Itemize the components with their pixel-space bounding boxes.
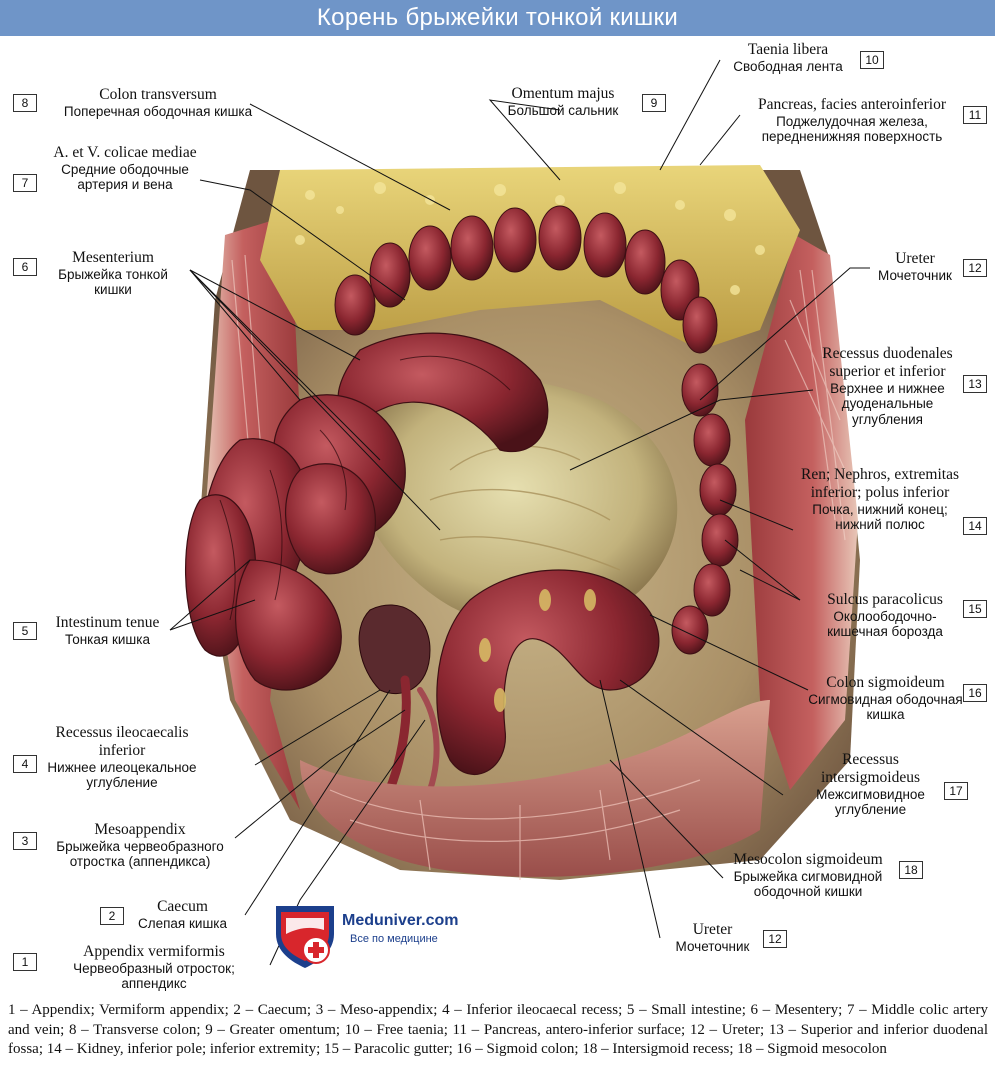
label-number-15: 15 — [963, 600, 987, 618]
label-latin: Mesocolon sigmoideum — [733, 851, 883, 868]
label-omentum-majus: Omentum majus Большой сальник — [488, 85, 638, 118]
label-russian: Мочеточник — [675, 938, 750, 954]
label-latin: Recessus duodenales superior et inferior — [822, 345, 953, 380]
label-latin: Ureter — [895, 250, 935, 267]
label-russian: Брыжейка червеобразного отростка (аппенд… — [56, 838, 224, 870]
label-number-1: 1 — [13, 953, 37, 971]
label-recessus-intersigmoideus: Recessus intersigmoideus Межсигмовидное … — [793, 751, 948, 818]
label-latin: A. et V. colicae mediae — [53, 144, 197, 161]
label-number-8: 8 — [13, 94, 37, 112]
label-russian: Верхнее и нижнее дуоденальные углубления — [830, 380, 945, 427]
label-latin: Mesoappendix — [94, 821, 186, 838]
logo-tagline: Все по медицине — [350, 933, 438, 945]
label-latin: Colon sigmoideum — [826, 674, 945, 691]
label-russian: Поджелудочная железа, передненижняя пове… — [761, 113, 943, 145]
label-colicae-mediae: A. et V. colicae mediae Средние ободочны… — [40, 144, 210, 193]
label-number-16: 16 — [963, 684, 987, 702]
label-latin: Taenia libera — [747, 41, 829, 58]
label-russian: Червеобразный отросток; аппендикс — [73, 960, 235, 992]
label-appendix-vermiformis: Appendix vermiformis Червеобразный отрос… — [40, 943, 268, 992]
label-pancreas: Pancreas, facies anteroinferior Поджелуд… — [743, 96, 961, 145]
label-number-14: 14 — [963, 517, 987, 535]
logo-brand: Meduniver.com — [342, 912, 459, 929]
shield-icon — [276, 906, 334, 968]
label-russian: Сигмовидная ободочная кишка — [808, 691, 963, 723]
label-recessus-ileocaecalis: Recessus ileocaecalis inferior Нижнее ил… — [42, 724, 202, 791]
label-taenia-libera: Taenia libera Свободная лента — [718, 41, 858, 74]
label-latin: Mesenterium — [72, 249, 154, 266]
figure-caption: 1 – Appendix; Vermiform appendix; 2 – Ca… — [8, 1002, 988, 1057]
label-russian: Почка, нижний конец; нижний полюс — [812, 501, 948, 533]
label-latin: Pancreas, facies anteroinferior — [757, 96, 947, 113]
label-latin: Ren; Nephros, extremitas inferior; polus… — [801, 466, 959, 501]
label-number-13: 13 — [963, 375, 987, 393]
label-number-11: 11 — [963, 106, 987, 124]
label-number-12: 12 — [963, 259, 987, 277]
label-number-10: 10 — [860, 51, 884, 69]
label-latin: Ureter — [692, 921, 733, 938]
label-latin: Intestinum tenue — [55, 614, 160, 631]
label-russian: Брыжейка тонкой кишки — [58, 266, 168, 298]
label-latin: Omentum majus — [511, 85, 615, 102]
label-russian: Слепая кишка — [137, 915, 227, 931]
label-number-7: 7 — [13, 174, 37, 192]
label-latin: Appendix vermiformis — [83, 943, 225, 960]
label-russian: Поперечная ободочная кишка — [63, 103, 253, 119]
label-colon-sigmoideum: Colon sigmoideum Сигмовидная ободочная к… — [808, 674, 963, 723]
label-recessus-duodenales: Recessus duodenales superior et inferior… — [810, 345, 965, 427]
label-caecum: Caecum Слепая кишка — [125, 898, 240, 931]
label-russian: Нижнее илеоцекальное углубление — [47, 759, 197, 791]
anatomy-illustration — [169, 59, 870, 966]
label-number-5: 5 — [13, 622, 37, 640]
label-intestinum-tenue: Intestinum tenue Тонкая кишка — [40, 614, 175, 647]
meduniver-logo[interactable]: Meduniver.com Все по медицине — [270, 900, 480, 970]
label-ureter-lower: Ureter Мочеточник — [665, 921, 760, 954]
label-mesoappendix: Mesoappendix Брыжейка червеобразного отр… — [40, 821, 240, 870]
label-number-18: 18 — [899, 861, 923, 879]
label-mesocolon-sigmoideum: Mesocolon sigmoideum Брыжейка сигмовидно… — [718, 851, 898, 900]
label-colon-transversum: Colon transversum Поперечная ободочная к… — [38, 86, 278, 119]
label-latin: Recessus intersigmoideus — [820, 751, 921, 786]
label-russian: Брыжейка сигмовидной ободочной кишки — [733, 868, 883, 900]
label-number-9: 9 — [642, 94, 666, 112]
label-number-3: 3 — [13, 832, 37, 850]
label-russian: Свободная лента — [733, 58, 843, 74]
label-russian: Околоободочно-кишечная борозда — [827, 608, 943, 640]
page-title: Корень брыжейки тонкой кишки — [0, 0, 995, 36]
label-number-17: 17 — [944, 782, 968, 800]
label-russian: Большой сальник — [507, 102, 619, 118]
label-number-12: 12 — [763, 930, 787, 948]
label-russian: Средние ободочные артерия и вена — [61, 161, 189, 193]
label-mesenterium: Mesenterium Брыжейка тонкой кишки — [38, 249, 188, 298]
label-latin: Caecum — [157, 898, 208, 915]
label-number-6: 6 — [13, 258, 37, 276]
label-number-2: 2 — [100, 907, 124, 925]
label-russian: Межсигмовидное углубление — [816, 786, 925, 818]
label-latin: Sulcus paracolicus — [827, 591, 943, 608]
label-ren-nephros: Ren; Nephros, extremitas inferior; polus… — [796, 466, 964, 533]
label-latin: Colon transversum — [99, 86, 217, 103]
label-latin: Recessus ileocaecalis inferior — [55, 724, 189, 759]
label-number-4: 4 — [13, 755, 37, 773]
label-ureter-upper: Ureter Мочеточник — [865, 250, 965, 283]
label-russian: Мочеточник — [878, 267, 952, 283]
label-sulcus-paracolicus: Sulcus paracolicus Околоободочно-кишечна… — [805, 591, 965, 640]
label-russian: Тонкая кишка — [65, 631, 150, 647]
